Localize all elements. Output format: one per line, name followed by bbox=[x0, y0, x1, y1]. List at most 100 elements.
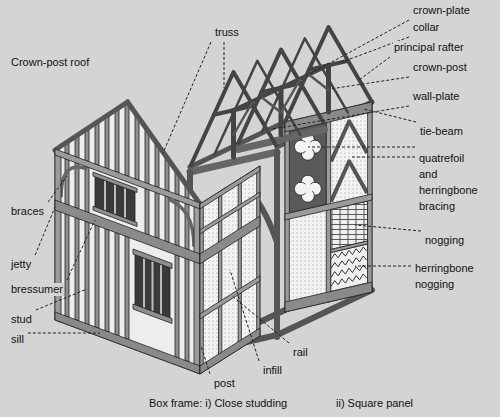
window-mullion bbox=[104, 182, 106, 210]
window-mullion bbox=[124, 189, 126, 217]
part-label: crown-post bbox=[412, 61, 468, 74]
gable-stud bbox=[115, 109, 119, 173]
gable-stud bbox=[85, 129, 89, 162]
leader-line bbox=[230, 270, 259, 361]
end-rail bbox=[331, 241, 368, 253]
side-plate bbox=[200, 166, 260, 209]
part-label: stud bbox=[10, 313, 33, 326]
lower-stud bbox=[175, 255, 179, 359]
front-wall bbox=[55, 150, 200, 374]
leader-line bbox=[272, 106, 409, 129]
part-label: principal rafter bbox=[393, 41, 465, 54]
quatrefoil-centre bbox=[303, 184, 313, 194]
lower-stud bbox=[125, 236, 129, 340]
rafter-pair bbox=[261, 38, 348, 133]
lower-stud bbox=[105, 229, 109, 333]
part-label: crown-plate bbox=[412, 4, 471, 17]
leader-line bbox=[224, 42, 225, 88]
part-label: sill bbox=[10, 333, 25, 346]
roof-brace bbox=[281, 80, 300, 113]
window-mullion bbox=[152, 262, 154, 310]
roof-brace bbox=[234, 102, 253, 135]
caption-text: Box frame: i) Close studding bbox=[148, 397, 288, 410]
upper-stud bbox=[145, 189, 149, 236]
part-label: tie-beam bbox=[419, 125, 464, 138]
square-panel-frame bbox=[190, 27, 372, 357]
front-plate bbox=[55, 149, 200, 209]
upper-stud bbox=[65, 159, 69, 206]
quatrefoil-centre bbox=[303, 142, 313, 152]
lower-stud bbox=[75, 217, 79, 321]
leader-line bbox=[232, 296, 289, 343]
part-label: rail bbox=[292, 346, 309, 359]
leader-line bbox=[201, 346, 210, 374]
curved-brace bbox=[168, 199, 194, 247]
barge-board bbox=[128, 102, 201, 204]
part-label: quatrefoil and herringbone bracing bbox=[418, 150, 486, 214]
gable-stud bbox=[125, 105, 129, 177]
end-sill bbox=[285, 282, 372, 312]
roof-plate bbox=[234, 65, 329, 110]
roof-brace bbox=[310, 75, 329, 90]
corner-post bbox=[194, 202, 200, 374]
leader-line bbox=[359, 57, 390, 80]
leader-line bbox=[28, 333, 100, 334]
window-head bbox=[133, 249, 172, 269]
leader-line bbox=[350, 157, 415, 158]
side-wall bbox=[200, 166, 260, 374]
leader-line bbox=[364, 109, 416, 122]
leader-line bbox=[330, 77, 409, 89]
herringbone-brace bbox=[331, 121, 367, 161]
side-post bbox=[257, 166, 260, 338]
window-mullion bbox=[160, 265, 162, 313]
rafter-pair bbox=[285, 27, 372, 122]
gable-stud bbox=[105, 115, 109, 169]
part-label: nogging bbox=[424, 234, 465, 247]
side-post bbox=[238, 178, 241, 350]
roof-brace bbox=[262, 98, 281, 113]
part-label: infill bbox=[262, 364, 283, 377]
leader-line bbox=[67, 220, 95, 280]
end-rail bbox=[285, 194, 372, 220]
upper-stud bbox=[165, 196, 169, 243]
caption-text: ii) Square panel bbox=[335, 397, 414, 410]
near-post bbox=[274, 152, 280, 337]
lower-stud bbox=[115, 232, 119, 335]
upper-stud bbox=[155, 192, 159, 239]
part-label: herringbone nogging bbox=[414, 260, 482, 292]
part-label: collar bbox=[412, 21, 440, 34]
part-label: bressumer bbox=[10, 283, 64, 296]
window-sill bbox=[133, 304, 172, 324]
lower-stud bbox=[95, 225, 99, 329]
lower-stud bbox=[65, 214, 69, 318]
barge-board bbox=[55, 102, 128, 150]
side-rail bbox=[200, 276, 260, 319]
gable-stud bbox=[145, 128, 149, 184]
part-label: Crown-post roof bbox=[10, 56, 90, 69]
upper-stud bbox=[75, 162, 79, 209]
part-label: post bbox=[213, 377, 236, 390]
leader-line bbox=[163, 42, 211, 153]
lower-stud bbox=[185, 258, 189, 361]
part-label: wall-plate bbox=[412, 90, 460, 103]
herringbone-brick-row bbox=[331, 256, 367, 268]
side-post bbox=[219, 190, 222, 362]
gable-stud bbox=[95, 122, 99, 165]
front-bressumer bbox=[55, 200, 200, 264]
curved-brace bbox=[61, 167, 87, 197]
gable-stud bbox=[135, 114, 139, 181]
front-sill bbox=[55, 312, 200, 374]
leader-line bbox=[48, 176, 67, 202]
window-mullion bbox=[114, 185, 116, 213]
part-label: jetty bbox=[10, 258, 32, 271]
herringbone-brick-row bbox=[331, 265, 367, 277]
rafter-pair bbox=[214, 61, 301, 156]
side-bressumer bbox=[200, 216, 260, 264]
upper-stud bbox=[85, 166, 89, 212]
part-label: braces bbox=[10, 205, 45, 218]
window-mullion bbox=[143, 259, 145, 307]
leader-line bbox=[308, 147, 415, 148]
herringbone-brace bbox=[331, 161, 367, 201]
